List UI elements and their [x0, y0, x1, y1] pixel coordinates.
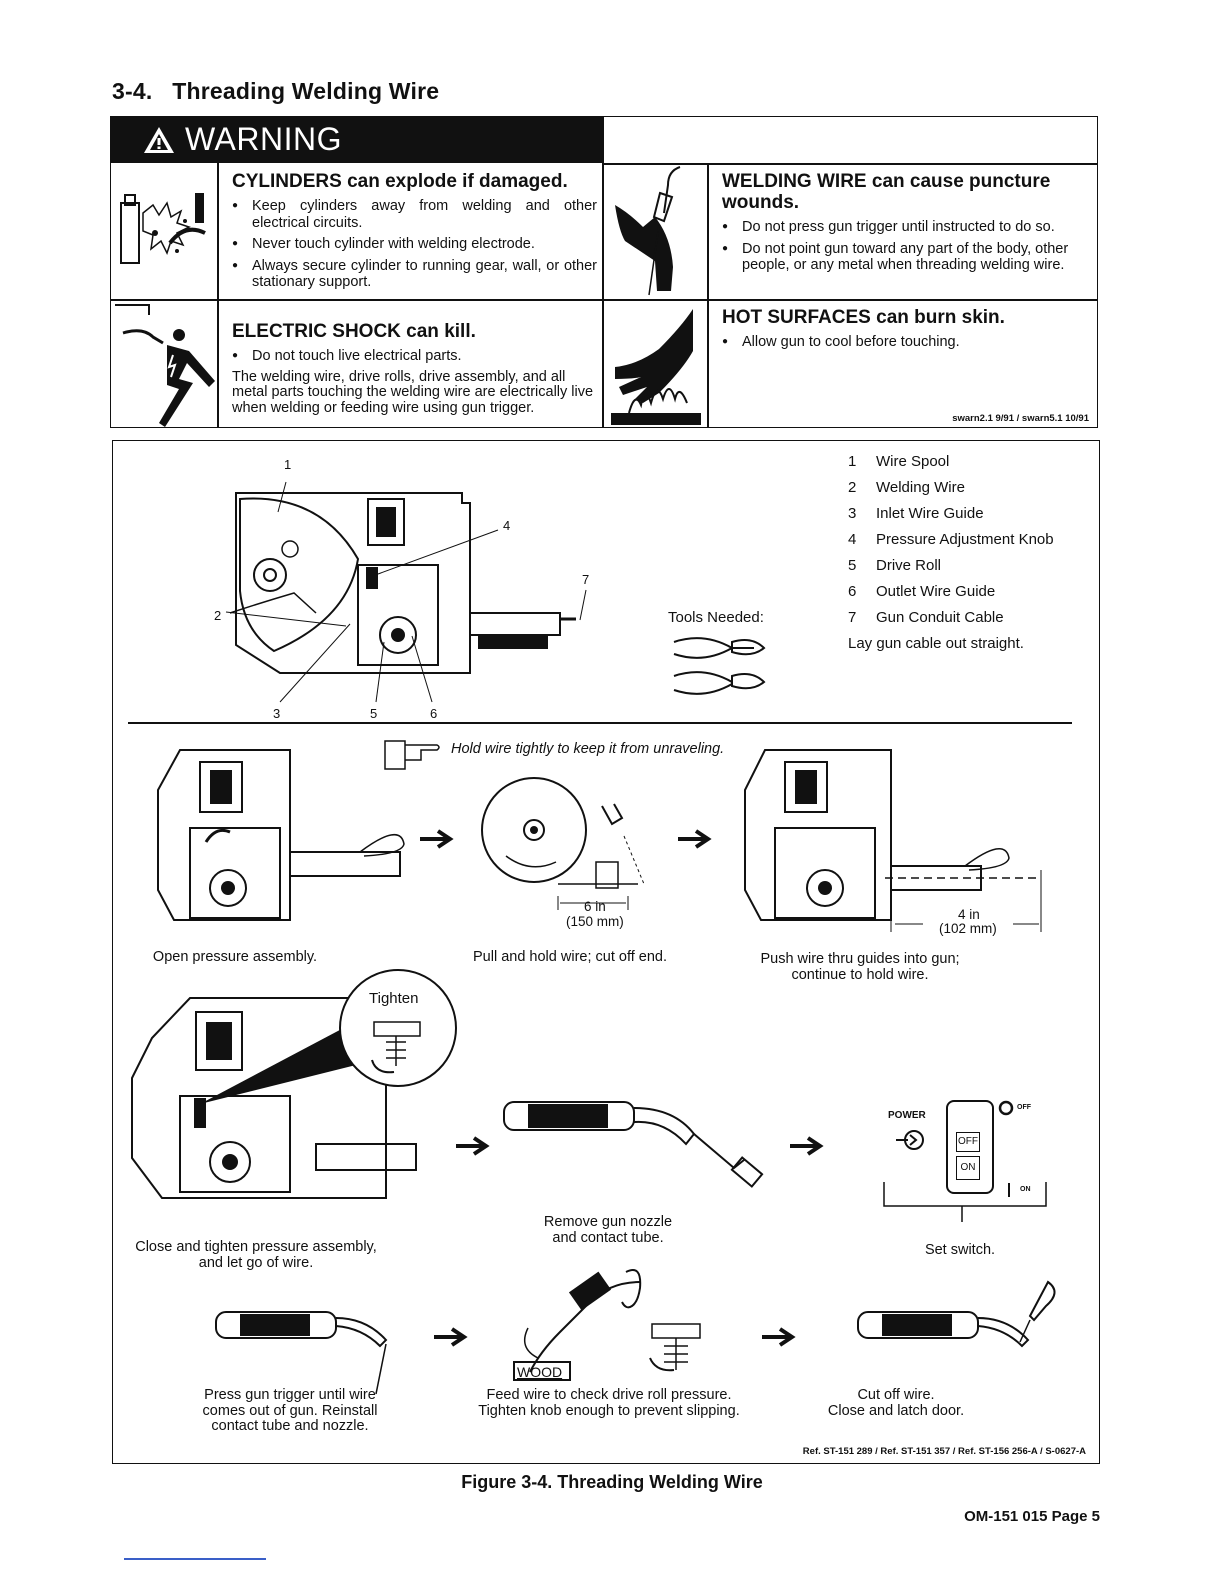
page-number: OM-151 015 Page 5 — [964, 1508, 1100, 1525]
feeder-overview-drawing — [229, 492, 576, 674]
cut-length-in: 6 in — [584, 899, 606, 914]
hazard-text: The welding wire, drive rolls, drive ass… — [232, 368, 594, 416]
arrow-right-icon — [456, 1136, 490, 1156]
open-pressure-drawing — [157, 749, 405, 921]
hazard-bullet: Do not point gun toward any part of the … — [722, 241, 1090, 274]
on-small-label: ON — [1020, 1186, 1031, 1193]
push-length-mm: (102 mm) — [939, 921, 997, 936]
hazard-hot-surfaces: HOT SURFACES can burn skin. Allow gun to… — [722, 307, 1090, 356]
cylinder-explode-icon — [120, 193, 206, 264]
tighten-label: Tighten — [369, 990, 419, 1007]
step-push-caption: Push wire thru guides into gun;continue … — [760, 951, 960, 983]
hazard-title: ELECTRIC SHOCK can kill. — [232, 321, 476, 342]
hot-surface-icon — [611, 309, 701, 425]
callout-1: 1 — [284, 457, 292, 472]
push-wire-drawing — [744, 749, 1042, 932]
wood-label: WOOD — [517, 1364, 563, 1380]
hazard-bullet: Allow gun to cool before touching. — [722, 334, 1090, 351]
step-set-caption: Set switch. — [924, 1242, 996, 1258]
push-length-in: 4 in — [958, 907, 980, 922]
section-heading: Threading Welding Wire — [172, 78, 440, 104]
hazard-cylinders: CYLINDERS can explode if damaged. Keep c… — [232, 171, 597, 296]
welding-gun-nozzle-drawing — [503, 1101, 764, 1188]
feed-wire-wood-drawing — [513, 1269, 701, 1381]
hazard-bullet: Do not press gun trigger until instructe… — [722, 219, 1090, 236]
gun-trigger-drawing — [215, 1311, 388, 1395]
electric-shock-icon — [115, 304, 215, 427]
hazard-bullet: Always secure cylinder to running gear, … — [232, 258, 597, 291]
switch-bracket — [883, 1182, 1047, 1222]
power-label: POWER — [888, 1110, 926, 1121]
step-close-caption: Close and tighten pressure assembly,and … — [135, 1239, 377, 1271]
hazard-welding-wire: WELDING WIRE can cause puncture wounds. … — [722, 171, 1090, 279]
cut-wire-drawing — [857, 1280, 1056, 1348]
figure-caption: Figure 3-4. Threading Welding Wire — [461, 1472, 763, 1492]
hazard-bullet: Never touch cylinder with welding electr… — [232, 236, 597, 253]
wire-cutter-icon — [673, 637, 766, 695]
arrow-right-icon — [420, 829, 454, 849]
step-cutoff-caption: Cut off wire.Close and latch door. — [827, 1387, 965, 1419]
divider — [128, 722, 1072, 724]
figure-ref: Ref. ST-151 289 / Ref. ST-151 357 / Ref.… — [802, 1446, 1086, 1457]
hazard-title: WELDING WIRE can cause puncture wounds. — [722, 171, 1051, 213]
arrow-right-icon — [434, 1327, 468, 1347]
warning-triangle-icon — [144, 127, 174, 153]
callout-5: 5 — [370, 706, 378, 721]
power-icon — [896, 1130, 924, 1150]
section-title: 3-4. Threading Welding Wire — [112, 78, 439, 105]
callout-3: 3 — [273, 706, 281, 721]
callout-6: 6 — [430, 706, 438, 721]
callout-lines — [225, 481, 587, 703]
switch-on-face: ON — [956, 1156, 980, 1180]
figure-box — [112, 440, 1100, 1464]
arrow-right-icon — [790, 1136, 824, 1156]
wire-spool-cut-drawing — [481, 777, 645, 910]
hazard-title: CYLINDERS can explode if damaged. — [232, 171, 568, 192]
callout-2: 2 — [214, 608, 222, 623]
warning-banner: WARNING — [111, 117, 604, 163]
arrow-right-icon — [678, 829, 712, 849]
hazard-electric-shock: ELECTRIC SHOCK can kill. Do not touch li… — [232, 321, 597, 416]
step-feed-caption: Feed wire to check drive roll pressure.T… — [478, 1387, 740, 1419]
off-symbol-icon — [998, 1100, 1014, 1116]
section-number: 3-4. — [112, 78, 153, 104]
step-open-caption: Open pressure assembly. — [152, 949, 318, 965]
footnote-rule — [124, 1558, 266, 1560]
pointing-hand-icon — [384, 740, 440, 770]
switch-off-face: OFF — [956, 1132, 980, 1152]
legend-note: Lay gun cable out straight. — [848, 635, 1024, 652]
tools-needed-label: Tools Needed: — [668, 609, 764, 626]
on-symbol-icon — [1008, 1183, 1010, 1197]
warning-word: WARNING — [185, 121, 342, 157]
arrow-right-icon — [762, 1327, 796, 1347]
callout-7: 7 — [582, 572, 590, 587]
welding-wire-puncture-icon — [615, 166, 681, 296]
close-pressure-drawing — [131, 969, 457, 1199]
hazard-bullet: Do not touch live electrical parts. — [232, 348, 597, 365]
off-small-label: OFF — [1017, 1104, 1031, 1111]
power-switch[interactable] — [946, 1100, 994, 1194]
warning-table: WARNING CYLINDERS can explode if damaged… — [110, 116, 1098, 428]
hazard-title: HOT SURFACES can burn skin. — [722, 307, 1005, 328]
hold-wire-note: Hold wire tightly to keep it from unrave… — [451, 741, 725, 757]
warning-ref: swarn2.1 9/91 / swarn5.1 10/91 — [952, 413, 1089, 424]
step-pull-caption: Pull and hold wire; cut off end. — [473, 949, 667, 965]
callout-4: 4 — [503, 518, 511, 533]
hazard-bullet: Keep cylinders away from welding and oth… — [232, 198, 597, 231]
cut-length-mm: (150 mm) — [566, 914, 624, 929]
